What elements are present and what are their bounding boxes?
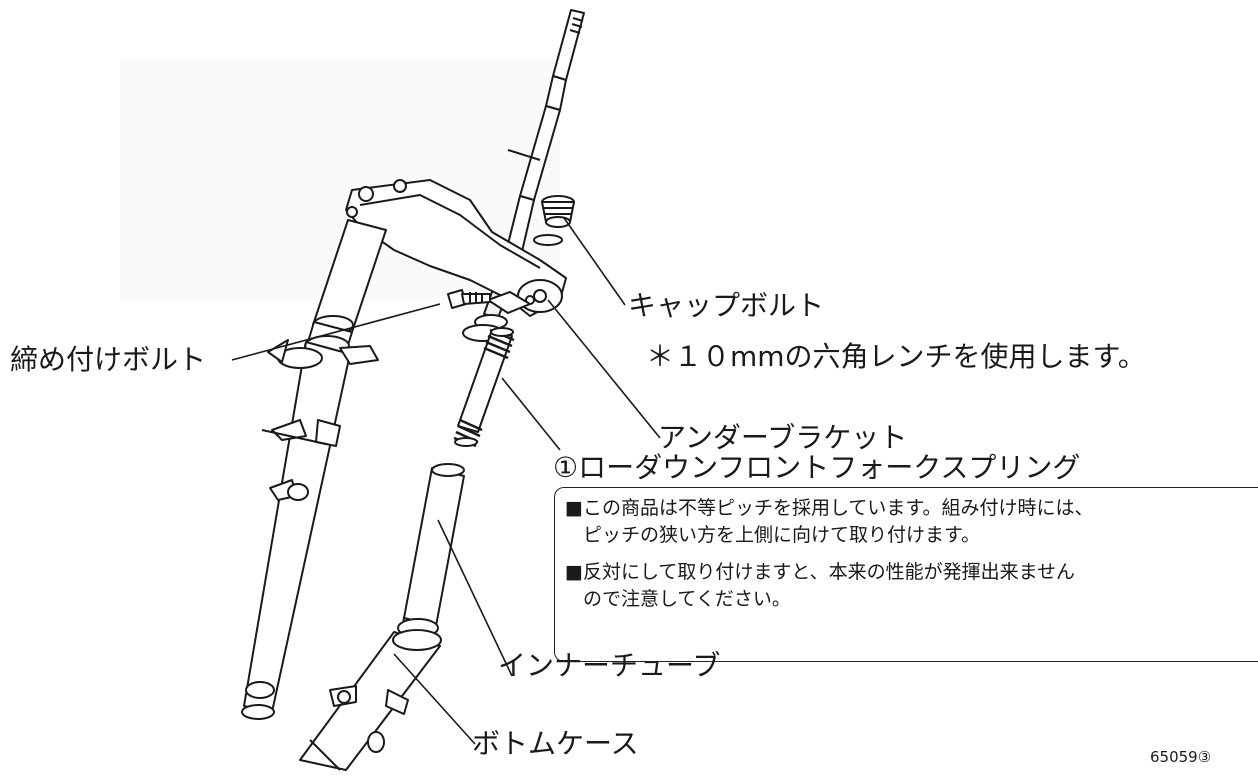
spring-label: ①ローダウンフロントフォークスプリング [553, 451, 1081, 484]
under-bracket [345, 179, 567, 317]
under-bracket-label: アンダーブラケット [658, 421, 908, 454]
inner-tube-label: インナーチューブ [498, 649, 721, 682]
left-fork [241, 219, 387, 720]
bottom-case [299, 629, 442, 771]
cap-bolt-label: キャップボルト [628, 289, 825, 322]
cap-bolt [533, 195, 575, 246]
note-2-line-1: ■反対にして取り付けますと、本来の性能が発揮出来ません [565, 561, 1076, 583]
note-1-line-2: ピッチの狭い方を上側に向けて取り付けます。 [583, 524, 981, 546]
bottom-case-label: ボトムケース [472, 727, 639, 760]
hex-wrench-note: ＊１０mmの六角レンチを使用します。 [646, 340, 1146, 373]
clamp-bolt-label: 締め付けボルト [10, 343, 207, 376]
caution-note-box: ■この商品は不等ピッチを採用しています。組み付け時には、 ピッチの狭い方を上側に… [554, 487, 1258, 662]
fork-spring [453, 327, 515, 448]
figure-code: 65059③ [1150, 748, 1212, 766]
note-2-line-2: ので注意してください。 [583, 588, 791, 610]
leader-lines [231, 217, 661, 745]
clamp-bolt [447, 289, 491, 309]
note-1-line-1: ■この商品は不等ピッチを採用しています。組み付け時には、 [565, 497, 1094, 519]
